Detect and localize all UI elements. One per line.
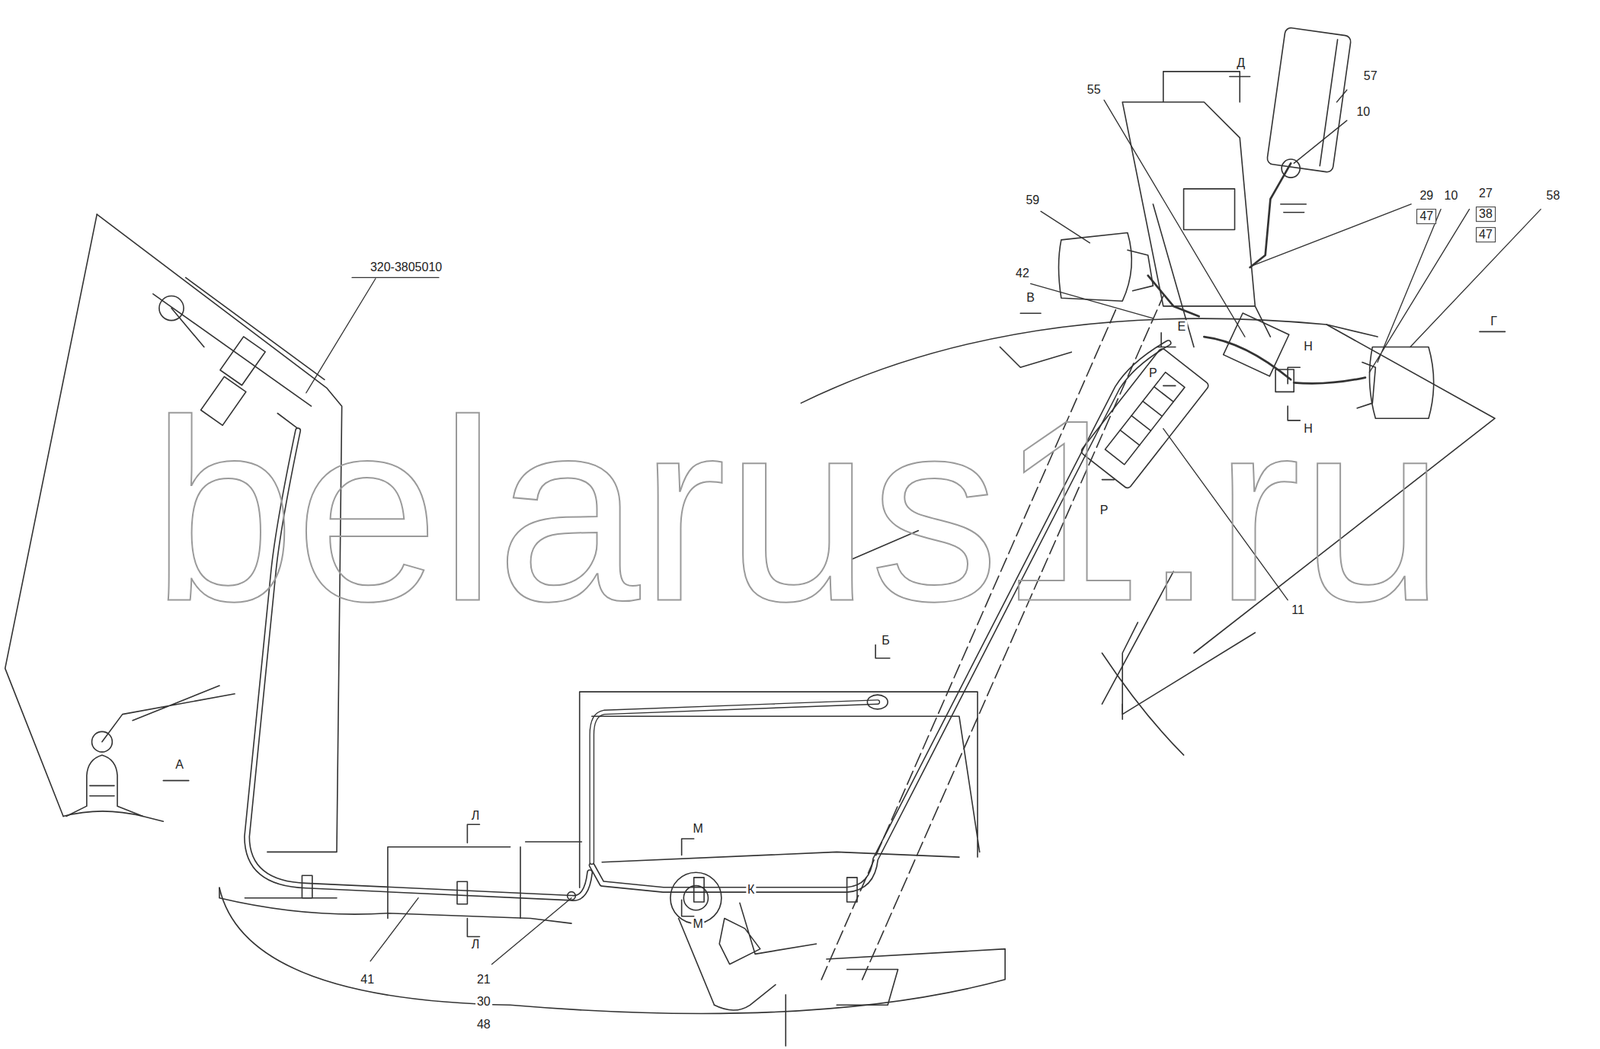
section-mark: М — [691, 918, 704, 932]
part-number: 320-3805010 — [368, 260, 444, 275]
callout-number: 29 — [1417, 188, 1435, 203]
callout-number: 48 — [475, 1017, 493, 1032]
view-mark: Г — [1488, 314, 1499, 329]
section-mark: Н — [1302, 422, 1315, 436]
callout-number: 57 — [1362, 70, 1380, 84]
callout-number: 10 — [1443, 188, 1460, 203]
callout-number: 21 — [475, 972, 493, 987]
callout-number: 55 — [1085, 83, 1103, 97]
view-mark: В — [1024, 291, 1037, 305]
callout-number: 30 — [475, 995, 493, 1009]
section-mark: Е — [1176, 320, 1188, 334]
callout-number: 58 — [1544, 188, 1562, 203]
section-mark: К — [745, 883, 756, 897]
section-mark: Б — [880, 633, 892, 648]
watermark: belarus1.ru — [151, 380, 1445, 640]
view-mark: А — [173, 758, 186, 773]
section-mark: М — [691, 822, 704, 836]
callout-number: 47 — [1416, 208, 1437, 224]
callout-number: 42 — [1014, 266, 1031, 281]
callout-number: 27 — [1477, 187, 1495, 202]
section-mark: Л — [470, 937, 482, 952]
callout-number: 38 — [1475, 206, 1496, 222]
callout-number: 10 — [1354, 105, 1372, 120]
section-mark: Р — [1098, 503, 1111, 518]
callout-number: 47 — [1475, 227, 1496, 243]
callout-number: 59 — [1024, 193, 1041, 208]
section-mark: Р — [1147, 366, 1159, 381]
callout-number: 41 — [358, 972, 376, 987]
section-mark: Л — [470, 809, 482, 824]
section-mark: Н — [1302, 340, 1315, 355]
view-mark: Д — [1235, 56, 1247, 71]
callout-number: 11 — [1289, 603, 1306, 618]
